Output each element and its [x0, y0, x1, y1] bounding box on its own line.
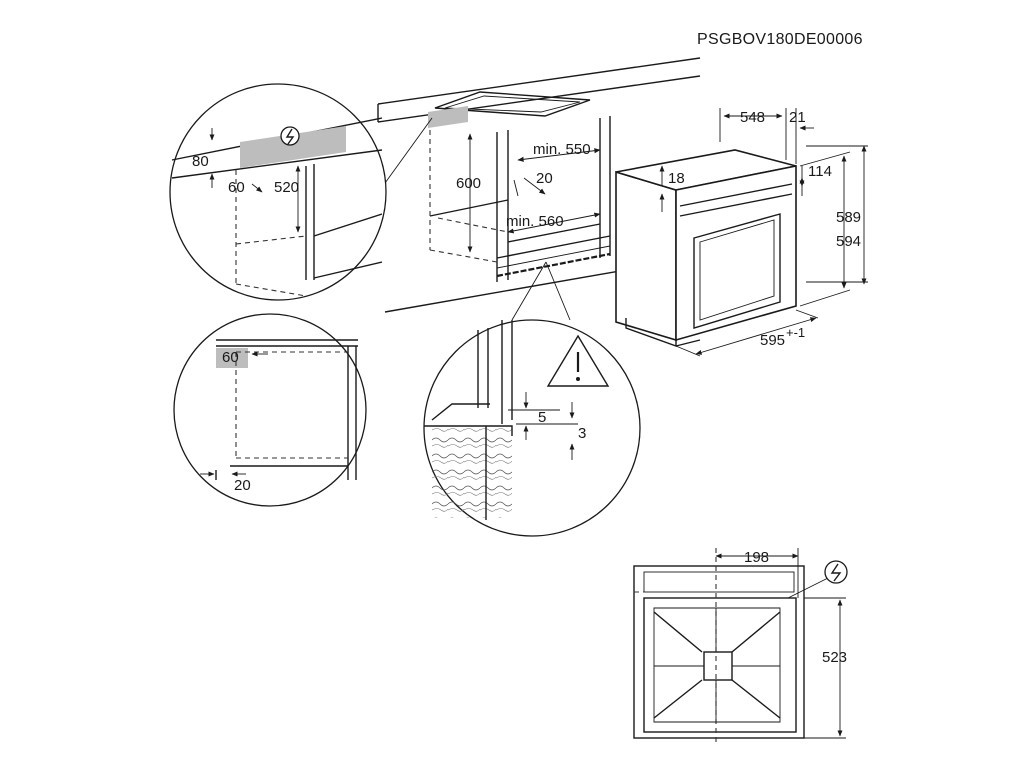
detail-side-clearance: 60 20 — [173, 313, 367, 507]
dim-width: 595 — [760, 332, 785, 349]
warning-triangle-icon — [546, 334, 610, 387]
dim-total-height: 594 — [836, 233, 861, 250]
dim-cabinet-width: min. 560 — [506, 213, 564, 230]
document-code: PSGBOV180DE00006 — [697, 31, 863, 48]
detail-bottom-gap: 5 3 — [423, 261, 641, 537]
detail-top-520: 520 — [274, 179, 299, 196]
dim-body-height: 589 — [836, 209, 861, 226]
detail-gap-3: 3 — [578, 425, 586, 442]
dim-cabinet-height: 600 — [456, 175, 481, 192]
back-electrical-connection-icon — [824, 560, 848, 584]
dim-oven-depth: 548 — [740, 109, 765, 126]
cabinet-dimensions: 600 min. 550 20 min. 560 — [456, 133, 601, 253]
dim-cabinet-depth: min. 550 — [533, 141, 591, 158]
back-view: 198 523 — [633, 548, 848, 744]
oven-3d: 548 21 18 114 589 594 595 +-1 — [615, 108, 868, 357]
electrical-connection-icon — [280, 126, 300, 146]
detail-worktop-cutout: 80 60 520 — [169, 83, 387, 301]
dim-top-offset: 18 — [668, 170, 685, 187]
dim-front-depth: 21 — [789, 109, 806, 126]
detail-top-60: 60 — [228, 179, 245, 196]
dim-control-height: 114 — [808, 163, 832, 180]
back-dim-523: 523 — [822, 649, 847, 666]
detail-side-20: 20 — [234, 477, 251, 494]
detail-side-60: 60 — [222, 349, 239, 366]
detail-gap-5: 5 — [538, 409, 546, 426]
dim-width-tolerance: +-1 — [786, 325, 805, 340]
detail-top-80: 80 — [192, 153, 209, 170]
back-dim-198: 198 — [744, 549, 769, 566]
dim-shelf-gap: 20 — [536, 170, 553, 187]
